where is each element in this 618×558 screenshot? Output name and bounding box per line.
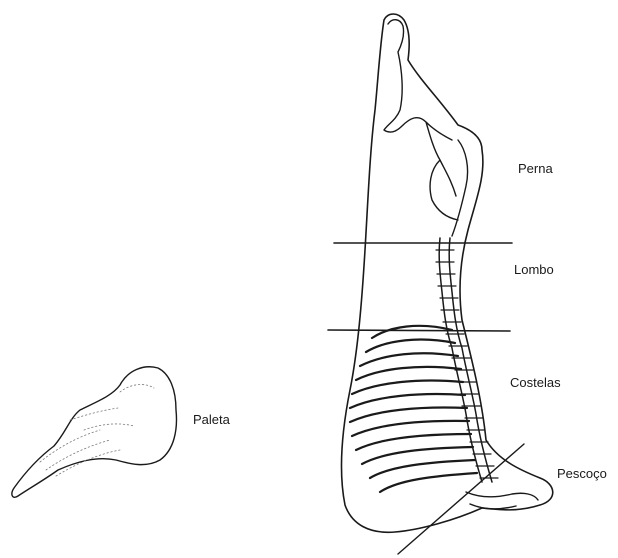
paleta-outline — [12, 367, 177, 498]
cut-line-lombo-costelas — [328, 330, 510, 331]
leg-bones — [384, 20, 468, 236]
label-lombo: Lombo — [514, 262, 554, 277]
paleta-shading — [40, 385, 154, 476]
neck-bones — [466, 492, 538, 509]
ribs — [350, 326, 477, 492]
label-pescoco: Pescoço — [557, 466, 618, 481]
label-paleta: Paleta — [193, 412, 230, 427]
label-costelas: Costelas — [510, 375, 561, 390]
label-perna: Perna — [518, 161, 553, 176]
